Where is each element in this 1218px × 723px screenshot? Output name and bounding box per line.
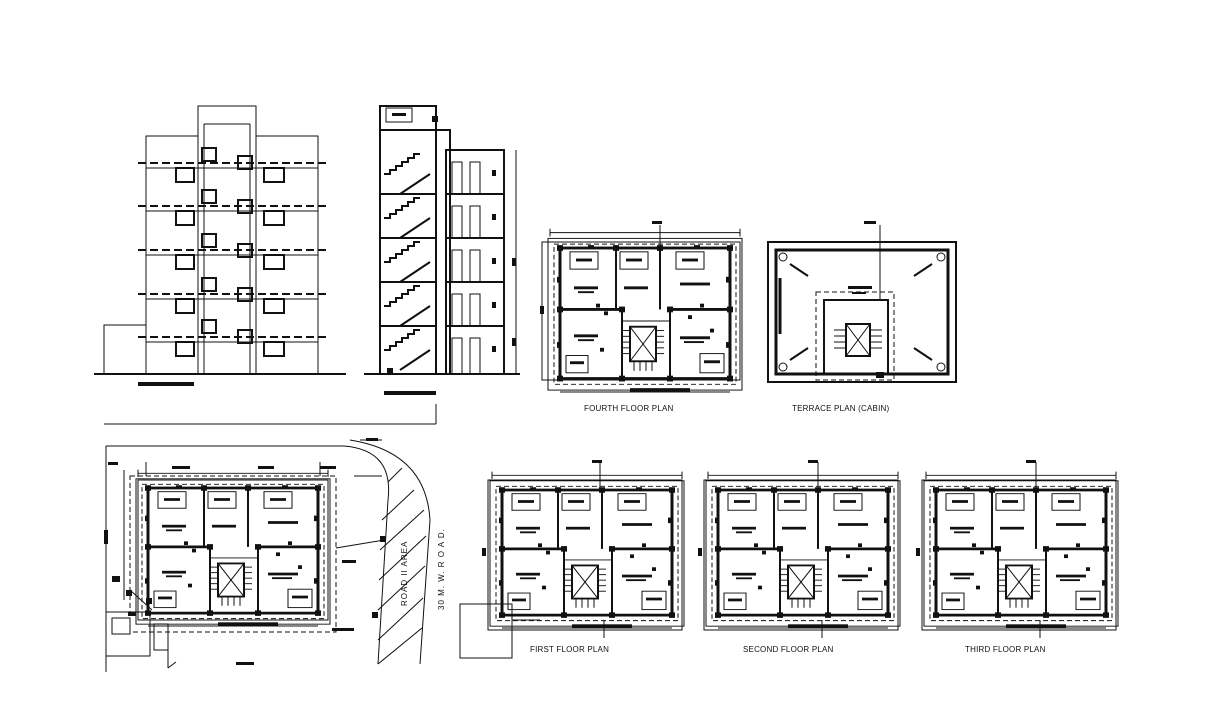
road-area-label: ROAD II AREA: [400, 541, 409, 606]
third-floor-plan: THIRD FLOOR PLAN: [916, 460, 1120, 654]
front-elevation: [94, 105, 346, 386]
elevation-title-mark: [138, 382, 194, 386]
terrace-plan: TERRACE PLAN (CABIN): [767, 221, 957, 413]
section-title-mark: [384, 391, 436, 395]
site-plan: ROAD II AREA 30 M. W. R O A D.: [104, 438, 446, 672]
first-floor-plan-label: FIRST FLOOR PLAN: [530, 645, 609, 654]
third-floor-plan-label: THIRD FLOOR PLAN: [965, 645, 1046, 654]
fourth-floor-plan-label: FOURTH FLOOR PLAN: [584, 404, 674, 413]
fourth-floor-plan: FOURTH FLOOR PLAN: [540, 221, 744, 413]
section-view: [104, 105, 520, 425]
first-floor-plan: FIRST FLOOR PLAN: [459, 460, 686, 659]
road-name-label: 30 M. W. R O A D.: [437, 528, 446, 610]
terrace-plan-label: TERRACE PLAN (CABIN): [792, 404, 889, 413]
second-floor-plan: SECOND FLOOR PLAN: [698, 460, 902, 654]
second-floor-plan-label: SECOND FLOOR PLAN: [743, 645, 834, 654]
